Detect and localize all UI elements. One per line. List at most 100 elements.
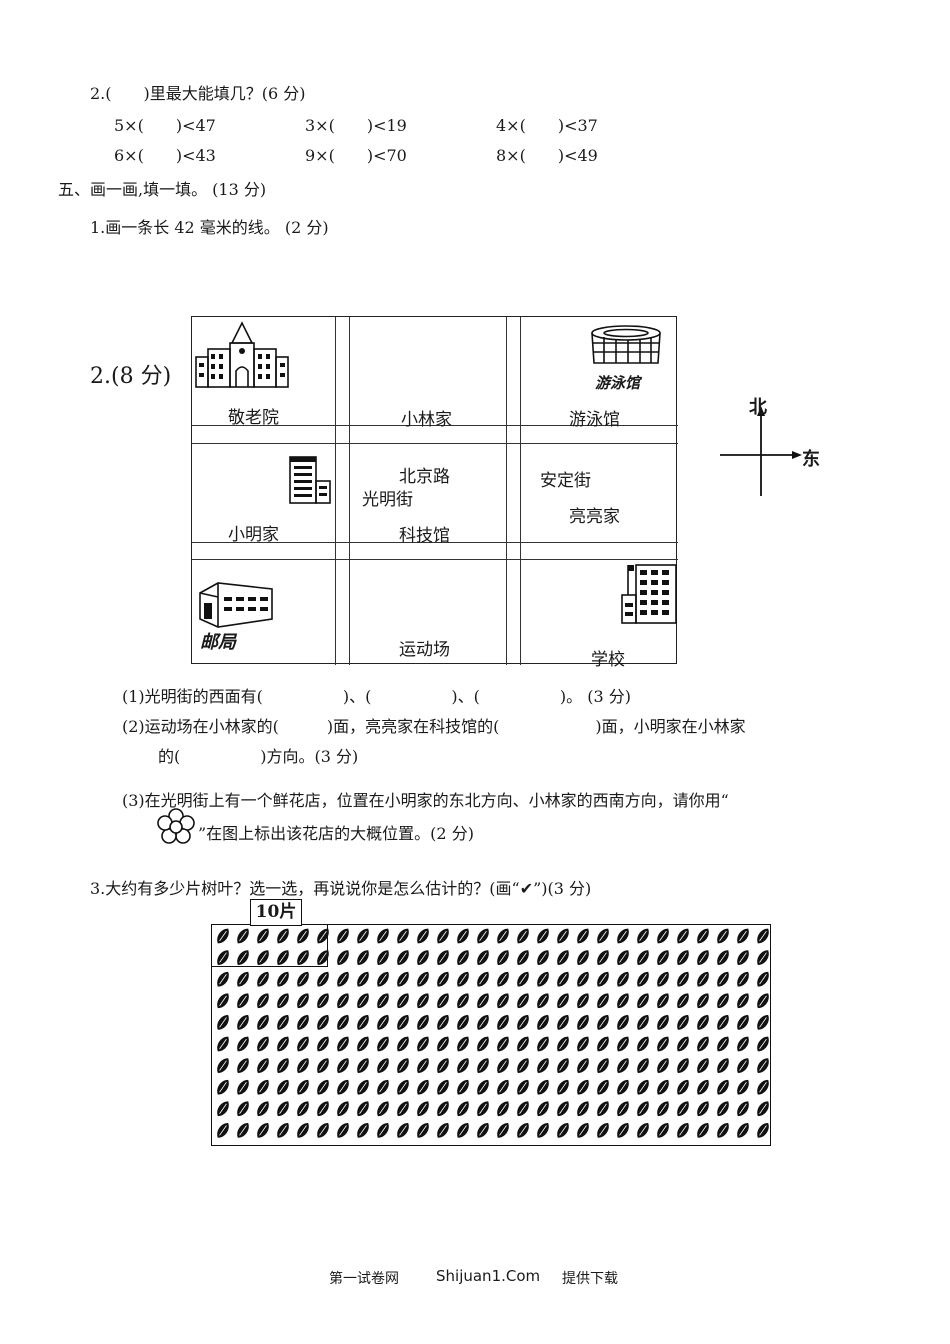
expr: 3×( )<19 bbox=[305, 116, 407, 135]
leaf-icon bbox=[317, 993, 329, 1009]
leaf-icon bbox=[757, 928, 769, 944]
leaf-icon bbox=[637, 971, 649, 987]
leaves-grid bbox=[211, 924, 771, 1146]
leaf-icon bbox=[537, 950, 549, 965]
leaf-icon bbox=[297, 1123, 309, 1138]
expr: 6×( )<43 bbox=[114, 146, 216, 165]
xiaolin-home-label: 小林家 bbox=[401, 410, 452, 430]
leaf-icon bbox=[237, 1101, 249, 1117]
leaf-icon bbox=[517, 928, 529, 944]
leaf-icon bbox=[377, 1101, 389, 1117]
leaf-icon bbox=[717, 1123, 729, 1138]
leaf-icon bbox=[417, 1015, 429, 1030]
leaf-icon bbox=[677, 1058, 689, 1073]
leaf-icon bbox=[317, 1123, 329, 1138]
leaf-icon bbox=[697, 950, 709, 965]
leaf-icon bbox=[557, 1036, 569, 1052]
leaf-icon bbox=[757, 993, 769, 1009]
leaf-icon bbox=[397, 1036, 409, 1052]
school-label: 学校 bbox=[591, 650, 625, 670]
leaf-icon bbox=[257, 1101, 269, 1117]
xiaoming-home-building-icon bbox=[289, 456, 331, 504]
leaf-icon bbox=[697, 1079, 709, 1095]
leaf-icon bbox=[477, 1079, 489, 1095]
post-office-label: 邮局 bbox=[200, 632, 236, 653]
leaf-icon bbox=[597, 1036, 609, 1052]
leaf-icon bbox=[277, 1123, 289, 1138]
leaf-icon bbox=[617, 1123, 629, 1138]
leaf-icon bbox=[437, 1036, 449, 1052]
leaves-svg bbox=[217, 928, 769, 1138]
leaf-icon bbox=[397, 993, 409, 1009]
road-line bbox=[192, 542, 678, 543]
leaf-icon bbox=[497, 928, 509, 944]
leaf-icon bbox=[237, 928, 249, 944]
leaf-icon bbox=[557, 1079, 569, 1095]
leaf-icon bbox=[677, 928, 689, 944]
q2-fill-title: 2.( )里最大能填几？(6 分) bbox=[90, 84, 306, 103]
leaf-icon bbox=[417, 1123, 429, 1138]
footer-site-cn: 第一试卷网 bbox=[329, 1271, 399, 1287]
leaf-icon bbox=[517, 1101, 529, 1117]
leaf-icon bbox=[217, 971, 229, 987]
leaf-icon bbox=[417, 1058, 429, 1073]
leaf-icon bbox=[377, 993, 389, 1009]
nursing-home-icon bbox=[195, 321, 289, 388]
leaf-icon bbox=[497, 950, 509, 965]
leaf-icon bbox=[637, 1101, 649, 1117]
q3-leaves-title: 3.大约有多少片树叶？选一选，再说说你是怎么估计的？(画“✔”)(3 分) bbox=[90, 879, 592, 898]
leaf-icon bbox=[277, 1079, 289, 1095]
leaf-icon bbox=[577, 1079, 589, 1095]
leaf-icon bbox=[237, 1123, 249, 1138]
leaf-icon bbox=[577, 993, 589, 1009]
leaf-icon bbox=[537, 1058, 549, 1073]
leaf-icon bbox=[557, 1058, 569, 1073]
sub-question-3-line2: ”在图上标出该花店的大概位置。(2 分) bbox=[198, 824, 474, 843]
leaf-icon bbox=[517, 993, 529, 1009]
leaf-icon bbox=[737, 971, 749, 987]
leaf-icon bbox=[257, 1036, 269, 1052]
leaf-icon bbox=[717, 1058, 729, 1073]
leaf-icon bbox=[597, 1015, 609, 1030]
leaf-icon bbox=[337, 993, 349, 1009]
expr: 9×( )<70 bbox=[305, 146, 407, 165]
leaf-icon bbox=[497, 1058, 509, 1073]
leaf-icon bbox=[397, 1058, 409, 1073]
leaf-icon bbox=[357, 971, 369, 987]
leaf-icon bbox=[697, 1123, 709, 1138]
leaf-icon bbox=[277, 993, 289, 1009]
leaf-icon bbox=[657, 1036, 669, 1052]
leaf-icon bbox=[617, 928, 629, 944]
leaf-icon bbox=[637, 950, 649, 965]
leaf-icon bbox=[217, 1058, 229, 1073]
anding-street-label: 安定街 bbox=[540, 471, 591, 491]
leaf-icon bbox=[317, 1036, 329, 1052]
leaf-icon bbox=[457, 1058, 469, 1073]
leaf-icon bbox=[357, 1058, 369, 1073]
leaf-icon bbox=[457, 971, 469, 987]
leaf-icon bbox=[597, 1079, 609, 1095]
nursing-home-label: 敬老院 bbox=[228, 408, 279, 428]
leaf-icon bbox=[537, 928, 549, 944]
leaf-icon bbox=[457, 1036, 469, 1052]
leaf-icon bbox=[717, 1101, 729, 1117]
leaf-icon bbox=[637, 993, 649, 1009]
leaf-icon bbox=[557, 1015, 569, 1030]
leaf-icon bbox=[557, 928, 569, 944]
leaf-icon bbox=[697, 1015, 709, 1030]
leaf-icon bbox=[337, 1015, 349, 1030]
leaf-icon bbox=[757, 1058, 769, 1073]
leaf-icon bbox=[237, 1036, 249, 1052]
leaf-icon bbox=[757, 1101, 769, 1117]
leaf-icon bbox=[297, 1058, 309, 1073]
sub-question-3-line1: (3)在光明街上有一个鲜花店，位置在小明家的东北方向、小林家的西南方向，请你用“ bbox=[122, 791, 729, 810]
leaf-icon bbox=[677, 1015, 689, 1030]
leaf-icon bbox=[317, 1015, 329, 1030]
leaf-icon bbox=[717, 971, 729, 987]
leaf-icon bbox=[517, 1036, 529, 1052]
leaf-icon bbox=[657, 950, 669, 965]
leaf-icon bbox=[217, 1036, 229, 1052]
leaf-icon bbox=[277, 1101, 289, 1117]
footer-site-domain[interactable]: Shijuan1.Com bbox=[436, 1267, 541, 1285]
leaf-icon bbox=[297, 1036, 309, 1052]
